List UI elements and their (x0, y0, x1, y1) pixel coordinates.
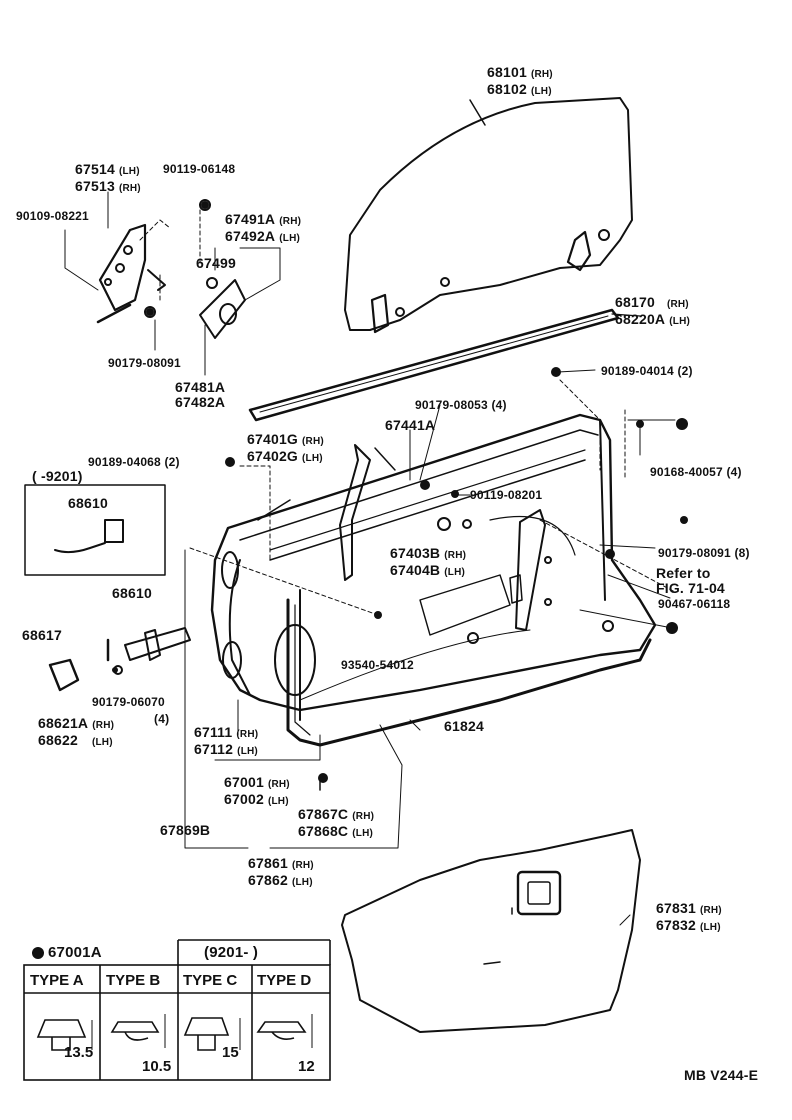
label-67869B: 67869B (160, 822, 211, 838)
hinge-upper (98, 223, 147, 312)
label-67111: 67111(RH)67112(LH) (194, 724, 259, 758)
label-93540-54012: 93540-54012 (341, 658, 414, 672)
door-trim-panel (341, 829, 641, 1033)
belt-weatherstrip (248, 308, 620, 422)
label-90119-06148: 90119-06148 (163, 162, 236, 176)
type-b-dim: 10.5 (142, 1058, 172, 1075)
footer-code: MB V244-E (684, 1067, 759, 1083)
label-90109-08221: 90109-08221 (16, 209, 89, 223)
label-90179-08091-8: 90179-08091 (8) (658, 546, 750, 560)
clip-table-title: 67001A (48, 944, 102, 961)
type-a-label: TYPE A (30, 972, 84, 989)
type-a-dim: 13.5 (64, 1044, 94, 1061)
label-68101: 68101(RH)68102(LH) (487, 64, 553, 98)
label-90467-06118: 90467-06118 (658, 597, 731, 611)
label-67514: 67514(LH)67513(RH) (75, 161, 141, 195)
front-run-channel (339, 444, 371, 581)
label-67867C: 67867C(RH)67868C(LH) (298, 806, 375, 840)
label-90119-08201: 90119-08201 (470, 488, 543, 502)
label-61824: 61824 (444, 718, 484, 734)
label-90189-04068: 90189-04068 (2) (88, 455, 180, 469)
label-67491A: 67491A(RH)67492A(LH) (225, 211, 302, 245)
type-c-dim: 15 (222, 1044, 239, 1061)
type-d-label: TYPE D (257, 972, 312, 989)
label-67401G: 67401G(RH)67402G(LH) (247, 431, 324, 465)
check-cover (48, 658, 80, 692)
clip-type-table (23, 939, 331, 1081)
label-67861: 67861(RH)67862(LH) (248, 855, 314, 889)
label-90168-40057: 90168-40057 (4) (650, 465, 742, 479)
label-68621A: 68621A(RH)68622(LH) (38, 715, 115, 749)
type-b-label: TYPE B (106, 972, 161, 989)
rear-run-channel (515, 509, 546, 631)
type-d-dim: 12 (298, 1058, 315, 1075)
label-68610: 68610 (112, 585, 152, 601)
label-68610-box: 68610 (68, 495, 108, 511)
label-67441A: 67441A (385, 417, 436, 433)
label-67499: 67499 (196, 255, 236, 271)
label-90179-08053: 90179-08053 (4) (415, 398, 507, 412)
clip-table-date-range: (9201- ) (204, 944, 259, 961)
clip-legend-dot (32, 947, 44, 959)
label-68617: 68617 (22, 627, 62, 643)
label-67831: 67831(RH)67832(LH) (656, 900, 722, 934)
label-90179-08091: 90179-08091 (108, 356, 181, 370)
label-date-range: ( -9201) (32, 468, 83, 484)
door-check-box (24, 484, 166, 576)
label-67001: 67001(RH)67002(LH) (224, 774, 290, 808)
label-67403B: 67403B(RH)67404B(LH) (390, 545, 467, 579)
type-c-label: TYPE C (183, 972, 238, 989)
label-68170: 68170(RH)68220A(LH) (615, 294, 691, 328)
label-90179-06070: 90179-06070(4) (92, 695, 170, 726)
door-glass (344, 97, 633, 331)
label-90189-04014: 90189-04014 (2) (601, 364, 693, 378)
